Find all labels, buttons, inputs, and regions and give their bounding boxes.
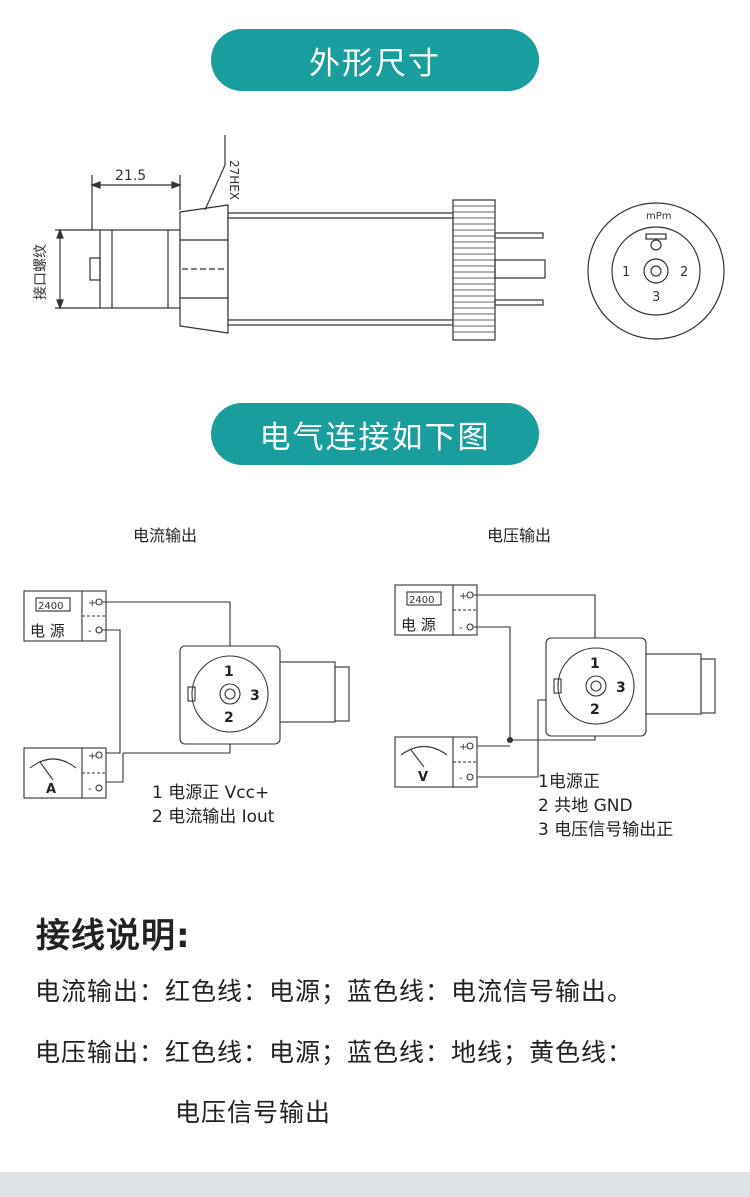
- pin1-label: 1: [224, 664, 234, 680]
- end-view-pin3: 3: [652, 290, 660, 305]
- notes-title: 接线说明:: [36, 916, 191, 956]
- voltage-wiring-diagram: 2400 电 源 + - + - V 1 2 3: [394, 584, 716, 788]
- footer-bar: [0, 1172, 750, 1197]
- note-voltage-output: 电压输出：红色线：电源；蓝色线：地线；黄色线：: [35, 1038, 634, 1067]
- wiring-section-title: 电气连接如下图: [211, 403, 539, 465]
- supply-label: 电 源: [401, 616, 436, 634]
- pin2-label: 2: [590, 702, 600, 718]
- meter-minus: -: [459, 773, 463, 784]
- supply-display: 2400: [38, 601, 63, 612]
- dimensions-section-title: 外形尺寸: [211, 29, 539, 91]
- supply-display: 2400: [409, 595, 434, 606]
- pin3-label: 3: [616, 680, 626, 696]
- meter-plus: +: [459, 742, 467, 753]
- current-legend: 1 电源正 Vcc+ 2 电流输出 Iout: [152, 781, 274, 829]
- current-legend-line: 1 电源正 Vcc+: [152, 783, 270, 803]
- note-voltage-signal: 电压信号输出: [175, 1098, 332, 1127]
- supply-plus: +: [459, 591, 467, 602]
- voltmeter-unit: V: [418, 770, 428, 785]
- voltage-output-title: 电压输出: [487, 526, 552, 545]
- end-view-pin2: 2: [680, 265, 688, 280]
- dim-21-5-label: 21.5: [115, 168, 146, 184]
- ammeter-unit: A: [46, 782, 56, 797]
- end-view-pin1: 1: [622, 265, 630, 280]
- supply-label: 电 源: [30, 622, 65, 640]
- voltage-legend: 1电源正 2 共地 GND 3 电压信号输出正: [538, 770, 673, 842]
- meter-plus: +: [88, 751, 96, 762]
- supply-plus: +: [88, 598, 96, 609]
- brand-label: mPm: [646, 211, 672, 222]
- voltage-legend-line: 3 电压信号输出正: [538, 820, 674, 840]
- supply-minus: -: [459, 623, 463, 634]
- meter-minus: -: [88, 784, 92, 795]
- current-output-title: 电流输出: [133, 526, 198, 545]
- pin3-label: 3: [250, 688, 260, 704]
- dimension-drawing: 21.5 27HEX 接口螺纹 mPm 1 2 3: [32, 135, 725, 341]
- voltage-legend-line: 2 共地 GND: [538, 796, 633, 816]
- hex-label: 27HEX: [227, 160, 241, 200]
- thread-label: 接口螺纹: [32, 244, 49, 300]
- supply-minus: -: [88, 626, 92, 637]
- note-current-output: 电流输出：红色线：电源；蓝色线：电流信号输出。: [35, 977, 634, 1006]
- pin2-label: 2: [224, 710, 234, 726]
- current-wiring-diagram: 2400 电 源 + - + - A 1 2 3: [23, 590, 350, 799]
- voltage-legend-line: 1电源正: [538, 772, 600, 792]
- pin1-label: 1: [590, 656, 600, 672]
- current-legend-line: 2 电流输出 Iout: [152, 807, 275, 827]
